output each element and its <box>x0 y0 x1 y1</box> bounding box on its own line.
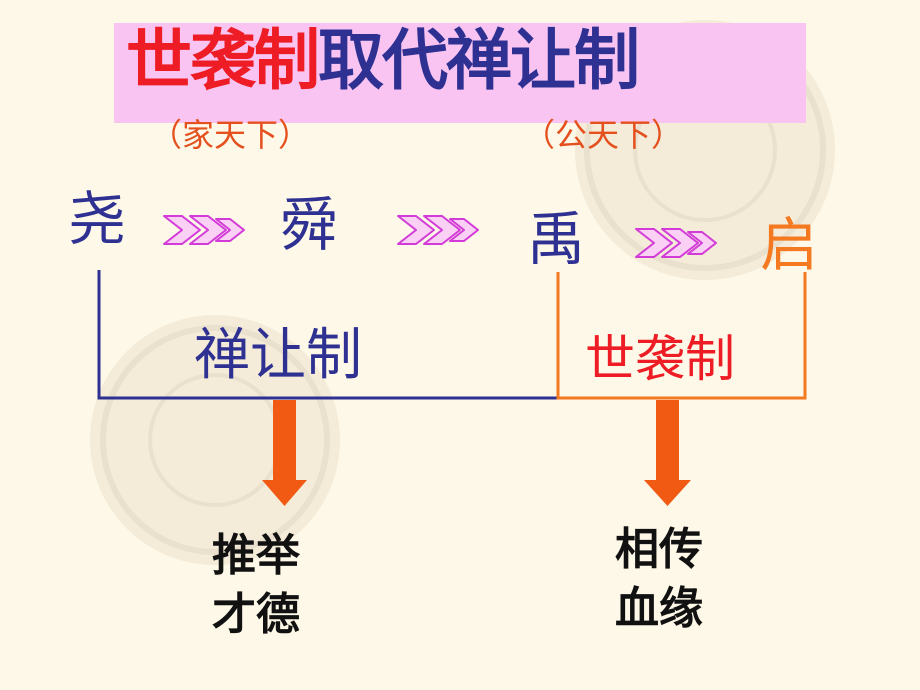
slide-title: 世袭制取代禅让制 <box>126 28 640 94</box>
label-abdication-system: 禅让制 <box>194 323 362 388</box>
subtitle-family-state: （家天下） <box>150 116 311 154</box>
seal-watermark-bottom-left <box>90 315 340 565</box>
result-abdication-line2: 才德 <box>212 589 300 641</box>
down-arrow-right <box>644 400 691 506</box>
title-hereditary: 世袭制 <box>126 22 320 99</box>
title-highlight <box>114 23 806 123</box>
title-replaces: 取代 <box>318 22 448 99</box>
subtitle-public-state: （公天下） <box>523 116 684 154</box>
title-abdication: 禅让制 <box>446 22 640 99</box>
result-abdication-line1: 推举 <box>212 530 300 581</box>
ruler-shun: 舜 <box>280 191 339 259</box>
ruler-qi: 启 <box>760 211 819 279</box>
result-hereditary-line2: 血缘 <box>615 583 703 635</box>
chevron-arrow-2 <box>397 215 479 245</box>
ruler-yao: 尧 <box>68 185 127 253</box>
abdication-bracket <box>97 270 558 400</box>
result-hereditary: 相传 血缘 <box>615 520 703 639</box>
result-abdication: 推举 才德 <box>212 526 300 645</box>
ruler-yu: 禹 <box>527 205 586 273</box>
result-hereditary-line1: 相传 <box>615 524 703 575</box>
chevron-arrow-3 <box>635 228 717 258</box>
chevron-arrow-1 <box>163 215 245 245</box>
label-hereditary-system: 世袭制 <box>585 330 735 388</box>
hereditary-bracket <box>556 272 807 400</box>
down-arrow-left <box>262 400 307 506</box>
